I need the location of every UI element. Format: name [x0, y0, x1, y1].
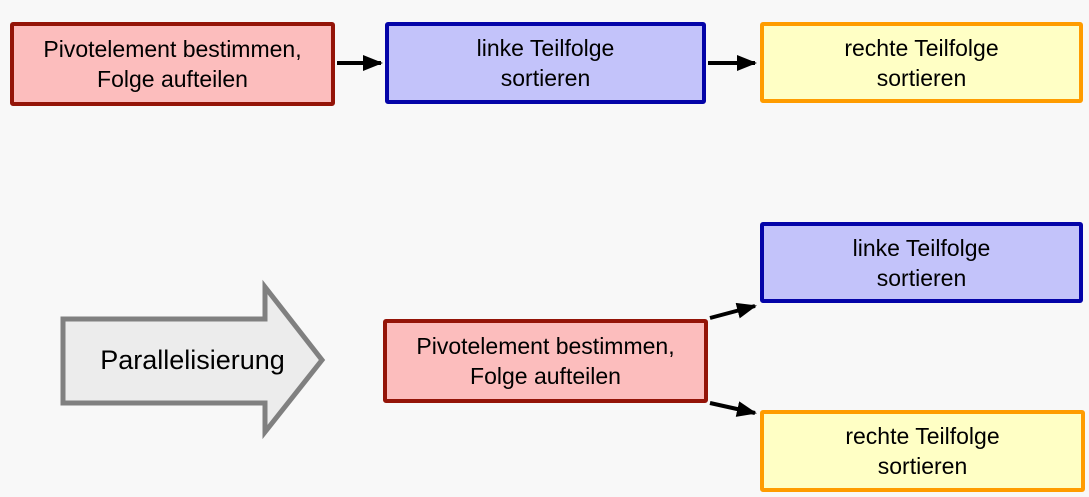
parallelisierung-label: Parallelisierung — [100, 345, 285, 375]
node-label-line2: Folge aufteilen — [97, 66, 248, 92]
arrow-pivot-to-left-parallel — [709, 302, 757, 320]
node-label-line2: sortieren — [876, 64, 967, 91]
arrow-pivot-to-right-parallel — [709, 401, 757, 417]
node-label-line1: rechte Teilfolge — [845, 423, 1000, 449]
node-label-line1: Pivotelement bestimmen, — [43, 36, 302, 62]
node-label-line1: linke Teilfolge — [476, 35, 615, 61]
node-label-line2: Folge aufteilen — [470, 363, 621, 389]
node-left-subsequence-parallel: linke Teilfolge sortieren — [760, 222, 1083, 303]
node-right-subsequence-parallel: rechte Teilfolge sortieren — [760, 410, 1085, 492]
node-right-subsequence-sequential: rechte Teilfolge sortieren — [760, 22, 1083, 103]
node-pivot-parallel: Pivotelement bestimmen, Folge aufteilen — [383, 319, 708, 403]
node-left-subsequence-sequential: linke Teilfolge sortieren — [385, 22, 706, 104]
node-label-line2: sortieren — [500, 65, 591, 91]
node-label-line2: sortieren — [876, 264, 967, 291]
node-label-line1: rechte Teilfolge — [844, 34, 999, 61]
node-label-line1: Pivotelement bestimmen, — [416, 333, 675, 359]
node-pivot-sequential: Pivotelement bestimmen, Folge aufteilen — [10, 22, 335, 106]
node-label-line2: sortieren — [877, 453, 968, 479]
node-label-line1: linke Teilfolge — [852, 234, 991, 261]
